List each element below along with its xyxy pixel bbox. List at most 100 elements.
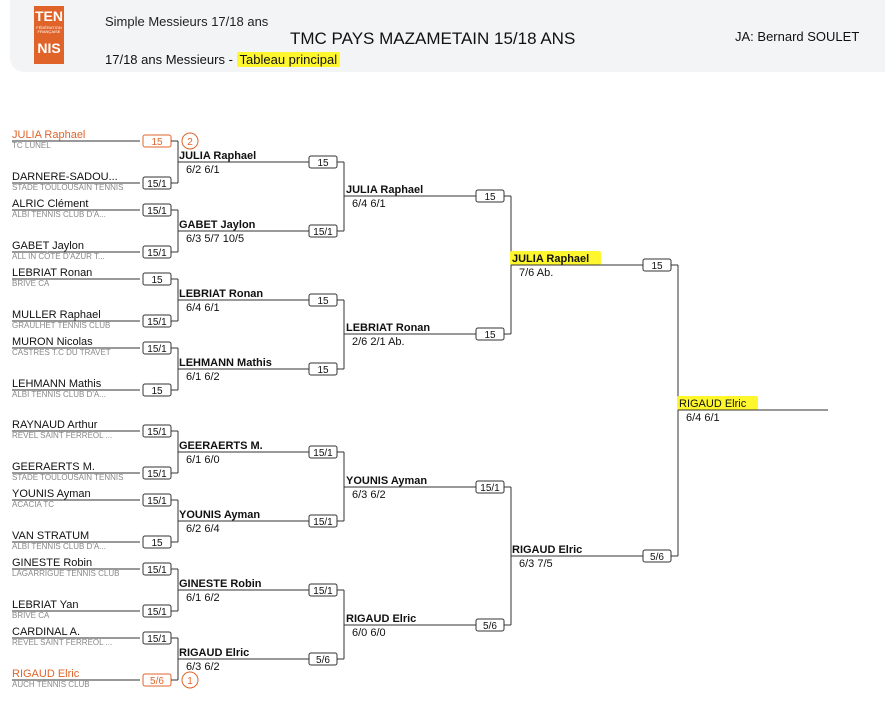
round2-ranking-rank: 15/1 [313,517,333,528]
player-name[interactable]: LEBRIAT Yan [12,599,78,611]
club-name: STADE TOULOUSAIN TENNIS [12,473,123,482]
semifinal-ranking-rank: 5/6 [650,552,664,563]
entrant-ranking-rank: 5/6 [150,676,164,687]
club-name: BRIVE CA [12,279,50,288]
draw-subtitle: 17/18 ans Messieurs - Tableau principal [105,52,341,67]
quarterfinal-winner-name[interactable]: JULIA Raphael [346,184,423,196]
quarterfinal-ranking-rank: 5/6 [483,621,497,632]
round2-score: 6/4 6/1 [186,302,220,314]
logo-small-text: FÉDÉRATION FRANÇAISE [36,25,62,34]
entrant-ranking-rank: 15/1 [147,248,167,259]
club-name: ACACIA TC [12,500,54,509]
club-name: CASTRES T.C DU TRAVET [12,348,111,357]
draw-category: 17/18 ans Messieurs - [105,52,237,67]
semifinal-ranking-rank: 15 [651,261,663,272]
round2-score: 6/1 6/2 [186,592,220,604]
player-name[interactable]: RIGAUD Elric [12,668,80,680]
player-name[interactable]: GEERAERTS M. [12,461,95,473]
tournament-title: TMC PAYS MAZAMETAIN 15/18 ANS [290,29,576,48]
round2-winner-name[interactable]: GABET Jaylon [179,219,256,231]
seed-number: 1 [187,676,193,687]
player-name[interactable]: CARDINAL A. [12,626,80,638]
round2-ranking-rank: 15/1 [313,227,333,238]
round2-ranking-rank: 15/1 [313,448,333,459]
round2-score: 6/2 6/1 [186,164,220,176]
club-name: TC LUNEL [12,141,51,150]
club-name: ALBI TENNIS CLUB D'A... [12,390,106,399]
club-name: BRIVE CA [12,611,50,620]
player-name[interactable]: DARNERE-SADOU... [12,171,118,183]
round2-ranking-rank: 15 [317,158,329,169]
player-name[interactable]: MURON Nicolas [12,336,93,348]
quarterfinal-winner-name[interactable]: LEBRIAT Ronan [346,322,430,334]
entrant-ranking-rank: 15 [151,386,163,397]
player-name[interactable]: VAN STRATUM [12,530,89,542]
champion-name[interactable]: RIGAUD Elric [679,398,747,410]
round2-winner-name[interactable]: JULIA Raphael [179,150,256,162]
seed-number: 2 [187,137,193,148]
player-name[interactable]: LEHMANN Mathis [12,378,102,390]
event-name: Simple Messieurs 17/18 ans [105,14,269,29]
seed-badge [181,671,199,689]
round2-winner-name[interactable]: GINESTE Robin [179,578,262,590]
quarterfinal-ranking-rank: 15 [484,330,496,341]
entrant-ranking-rank: 15/1 [147,565,167,576]
semifinal-score: 6/3 7/5 [519,558,553,570]
entrant-ranking-rank: 15 [151,538,163,549]
quarterfinal-score: 2/6 2/1 Ab. [352,336,405,348]
quarterfinal-score: 6/4 6/1 [352,198,386,210]
round2-winner-name[interactable]: LEBRIAT Ronan [179,288,263,300]
player-name[interactable]: GINESTE Robin [12,557,92,569]
round2-winner-name[interactable]: GEERAERTS M. [179,440,263,452]
player-name[interactable]: RAYNAUD Arthur [12,419,98,431]
header-bar [10,0,885,72]
club-name: REVEL SAINT FERREOL ... [12,431,112,440]
referee-name: JA: Bernard SOULET [735,29,860,44]
player-name[interactable]: MULLER Raphael [12,309,101,321]
semifinal-highlight [510,251,601,265]
club-name: STADE TOULOUSAIN TENNIS [12,183,123,192]
club-name: REVEL SAINT FERREOL ... [12,638,112,647]
round2-ranking-rank: 15/1 [313,586,333,597]
champion-highlight [677,396,758,410]
club-name: AUCH TENNIS CLUB [12,680,90,689]
semifinal-winner-name[interactable]: RIGAUD Elric [512,544,582,556]
entrant-ranking-rank: 15/1 [147,634,167,645]
club-name: ALBI TENNIS CLUB D'A... [12,210,106,219]
round2-score: 6/1 6/2 [186,371,220,383]
round2-ranking-rank: 15 [317,296,329,307]
player-name[interactable]: ALRIC Clément [12,198,88,210]
club-name: LAGARRIGUE TENNIS CLUB [12,569,119,578]
entrant-ranking-rank: 15/1 [147,607,167,618]
round2-winner-name[interactable]: LEHMANN Mathis [179,357,272,369]
player-name[interactable]: YOUNIS Ayman [12,488,91,500]
quarterfinal-score: 6/0 6/0 [352,627,386,639]
round2-ranking-rank: 5/6 [316,655,330,666]
entrant-ranking-rank: 15/1 [147,469,167,480]
logo-top-text: TEN [35,8,63,24]
round2-winner-name[interactable]: YOUNIS Ayman [179,509,260,521]
entrant-ranking-rank: 15/1 [147,496,167,507]
player-name[interactable]: GABET Jaylon [12,240,84,252]
draw-type-link[interactable]: Tableau principal [236,52,341,67]
round2-winner-name[interactable]: RIGAUD Elric [179,647,249,659]
seed-badge [181,132,199,150]
round2-score: 6/3 5/7 10/5 [186,233,244,245]
entrant-ranking-rank: 15/1 [147,206,167,217]
quarterfinal-ranking-rank: 15/1 [480,483,500,494]
player-name[interactable]: LEBRIAT Ronan [12,267,92,279]
player-name[interactable]: JULIA Raphael [12,129,85,141]
semifinal-winner-name[interactable]: JULIA Raphael [512,253,589,265]
club-name: GRAULHET TENNIS CLUB [12,321,110,330]
club-name: ALBI TENNIS CLUB D'A... [12,542,106,551]
fft-tennis-logo: TEN FÉDÉRATION FRANÇAISE NIS [34,6,64,64]
quarterfinal-winner-name[interactable]: RIGAUD Elric [346,613,416,625]
logo-bottom-text: NIS [37,40,61,56]
entrant-ranking-rank: 15/1 [147,427,167,438]
round2-score: 6/1 6/0 [186,454,220,466]
entrant-ranking-rank: 15 [151,275,163,286]
round2-score: 6/2 6/4 [186,523,220,535]
semifinal-score: 7/6 Ab. [519,267,553,279]
quarterfinal-winner-name[interactable]: YOUNIS Ayman [346,475,427,487]
